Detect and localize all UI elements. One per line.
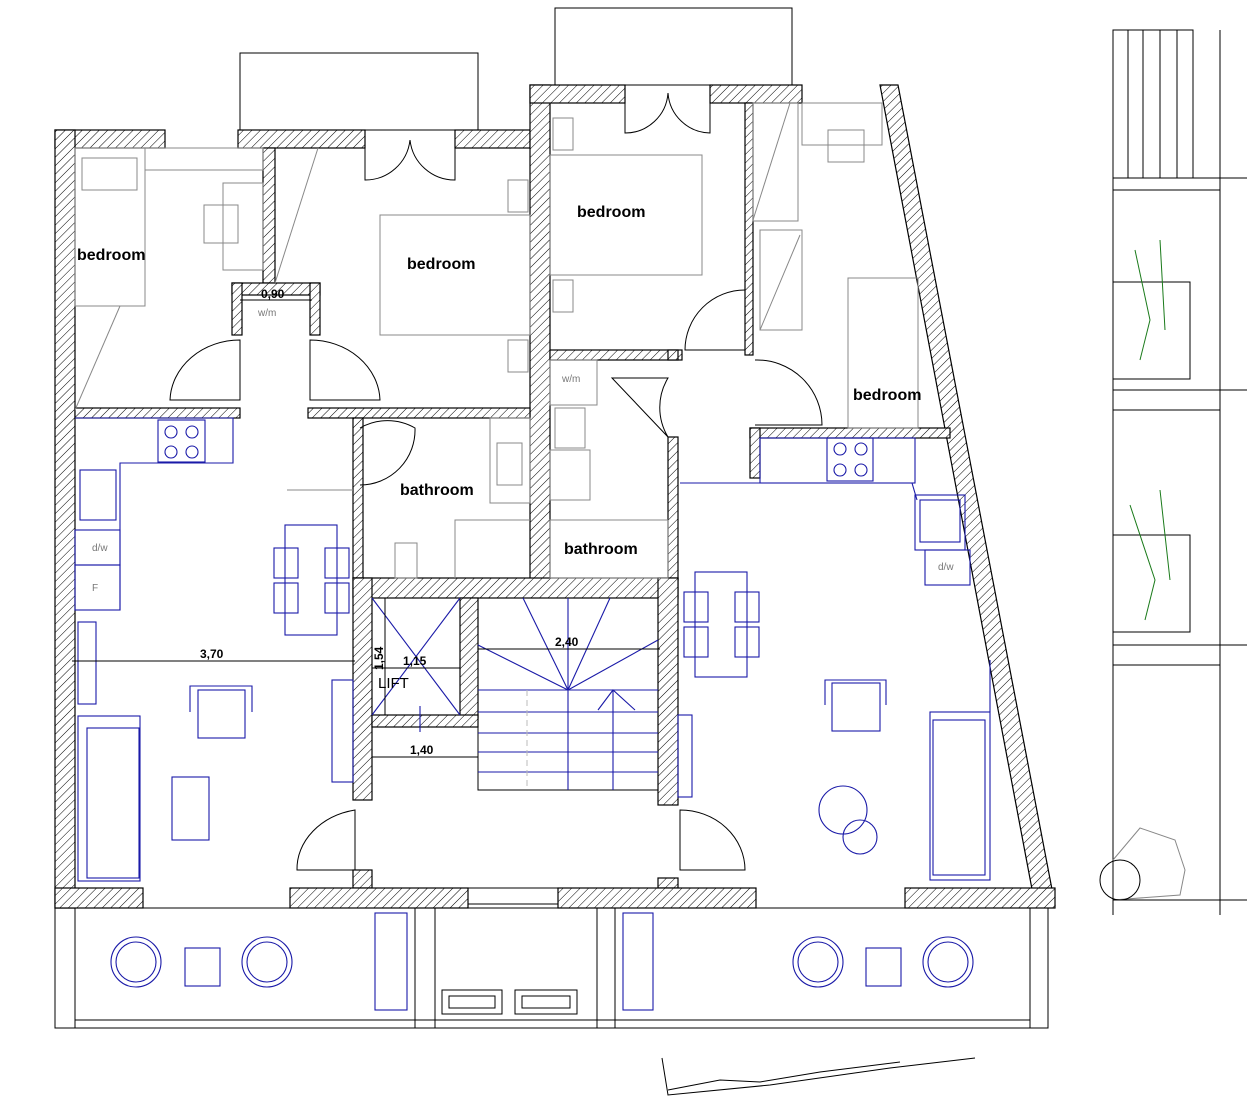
wm-label: w/m — [561, 374, 580, 385]
room-label-bedroom: bedroom — [77, 247, 145, 264]
dim-lift-width: 1,15 — [403, 654, 427, 668]
fixtures: w/m w/m — [74, 102, 919, 579]
room-labels: bedroom bedroom bedroom bedroom bathroom… — [77, 204, 921, 558]
walls — [54, 84, 1056, 909]
doors — [169, 92, 823, 871]
balconies — [239, 7, 793, 131]
lift-label: LIFT — [378, 675, 409, 692]
dim-lift-depth: 1,54 — [372, 646, 386, 670]
room-label-bathroom: bathroom — [564, 541, 638, 558]
room-label-bedroom: bedroom — [853, 387, 921, 404]
wm-label: w/m — [257, 308, 276, 319]
dim-living-width: 3,70 — [200, 647, 224, 661]
dim-wm-width: 0,90 — [261, 287, 285, 301]
room-label-bathroom: bathroom — [400, 482, 474, 499]
dim-stair-width: 2,40 — [555, 635, 579, 649]
room-label-bedroom: bedroom — [577, 204, 645, 221]
dw-label: d/w — [92, 543, 108, 554]
dim-lobby-width: 1,40 — [410, 743, 434, 757]
room-label-bedroom: bedroom — [407, 256, 475, 273]
street-sketch — [661, 1057, 976, 1096]
terrace — [54, 907, 1049, 1029]
dw-label: d/w — [938, 562, 954, 573]
fridge-label: F — [92, 583, 98, 594]
dimensions: 0,90 3,70 1,54 1,15 2,40 1,40 — [72, 287, 660, 758]
furniture: d/w F d/w — [74, 417, 991, 882]
lift-and-stairs: LIFT — [371, 597, 659, 791]
side-elevation — [1099, 29, 1247, 915]
